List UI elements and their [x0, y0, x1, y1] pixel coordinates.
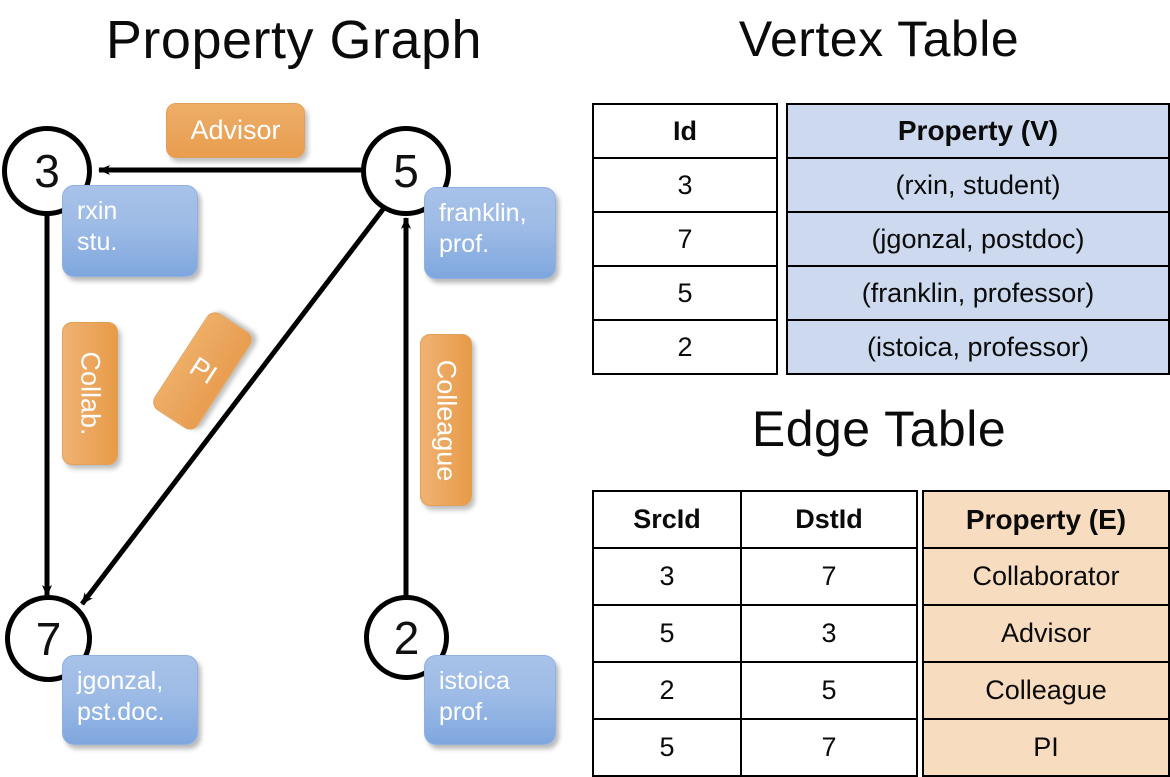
node-property-box-rxin[interactable]: rxin stu. [62, 185, 198, 277]
cell-edge-src: 2 [592, 661, 742, 720]
cell-vertex-property: (jgonzal, postdoc) [786, 211, 1170, 267]
column-header-property-e: Property (E) [922, 490, 1170, 549]
edge-table-property-column: Property (E) Collaborator Advisor Collea… [922, 490, 1170, 777]
table-row[interactable]: 5 7 [592, 718, 918, 777]
table-row[interactable]: 5 [592, 265, 778, 321]
table-row[interactable]: (istoica, professor) [786, 319, 1170, 375]
graph-edge-arrows [42, 165, 411, 606]
column-header-id: Id [592, 103, 778, 159]
column-header-srcid: SrcId [592, 490, 742, 549]
edge-label-text: Collab. [75, 351, 106, 436]
edge-label-colleague[interactable]: Colleague [420, 334, 472, 506]
column-header-dstid: DstId [740, 490, 918, 549]
graph-node-2[interactable]: 2 [364, 595, 449, 680]
cell-vertex-id: 3 [592, 157, 778, 213]
edge-label-text: Colleague [431, 359, 462, 481]
node-property-line: rxin [77, 197, 118, 225]
node-property-line: pst.doc. [77, 698, 165, 726]
table-row[interactable]: 3 7 [592, 547, 918, 606]
edge-label-text: Advisor [190, 115, 281, 145]
graph-node-5[interactable]: 5 [361, 126, 451, 216]
node-property-box-jgonzal[interactable]: jgonzal, pst.doc. [62, 655, 198, 745]
node-property-line: prof. [439, 230, 490, 258]
table-row[interactable]: 7 [592, 211, 778, 267]
cell-edge-property: Collaborator [922, 547, 1170, 606]
cell-edge-dst: 5 [740, 661, 918, 720]
table-row[interactable]: (jgonzal, postdoc) [786, 211, 1170, 267]
edge-table-src-dst-columns: SrcId DstId 3 7 5 3 2 5 5 7 [592, 490, 918, 777]
cell-edge-dst: 7 [740, 718, 918, 777]
table-row[interactable]: 2 [592, 319, 778, 375]
table-row[interactable]: 5 3 [592, 604, 918, 663]
cell-vertex-id: 2 [592, 319, 778, 375]
cell-edge-src: 3 [592, 547, 742, 606]
cell-edge-src: 5 [592, 604, 742, 663]
cell-edge-dst: 3 [740, 604, 918, 663]
edge-label-text: PI [183, 351, 222, 391]
table-row[interactable]: (franklin, professor) [786, 265, 1170, 321]
table-header-row: Property (V) [786, 103, 1170, 159]
page-title-edge-table: Edge Table [751, 401, 1007, 457]
vertex-table-id-column: Id 3 7 5 2 [592, 103, 778, 375]
table-row[interactable]: Collaborator [922, 547, 1170, 606]
node-property-box-franklin[interactable]: franklin, prof. [424, 187, 556, 279]
node-property-line: franklin, [439, 199, 527, 227]
cell-vertex-property: (franklin, professor) [786, 265, 1170, 321]
cell-edge-property: PI [922, 718, 1170, 777]
table-row[interactable]: PI [922, 718, 1170, 777]
edge-label-collab[interactable]: Collab. [62, 322, 118, 465]
table-header-row: SrcId DstId [592, 490, 918, 549]
node-property-line: jgonzal, [77, 667, 164, 695]
property-graph-diagram: 3 5 7 2 rxin stu. franklin, prof. jgonza… [0, 0, 588, 760]
cell-edge-property: Colleague [922, 661, 1170, 720]
page-title-vertex-table: Vertex Table [738, 11, 1020, 67]
cell-edge-dst: 7 [740, 547, 918, 606]
node-property-line: stu. [77, 228, 118, 256]
vertex-table-property-column: Property (V) (rxin, student) (jgonzal, p… [786, 103, 1170, 375]
cell-vertex-id: 5 [592, 265, 778, 321]
column-header-property-v: Property (V) [786, 103, 1170, 159]
table-header-row: Property (E) [922, 490, 1170, 549]
table-row[interactable]: (rxin, student) [786, 157, 1170, 213]
node-property-box-istoica[interactable]: istoica prof. [424, 655, 556, 745]
node-property-line: istoica [439, 667, 510, 695]
table-row[interactable]: 2 5 [592, 661, 918, 720]
node-property-line: prof. [439, 698, 490, 726]
cell-edge-src: 5 [592, 718, 742, 777]
edge-label-advisor[interactable]: Advisor [166, 103, 305, 158]
cell-vertex-id: 7 [592, 211, 778, 267]
cell-vertex-property: (rxin, student) [786, 157, 1170, 213]
cell-edge-property: Advisor [922, 604, 1170, 663]
table-row[interactable]: 3 [592, 157, 778, 213]
table-row[interactable]: Advisor [922, 604, 1170, 663]
cell-vertex-property: (istoica, professor) [786, 319, 1170, 375]
table-header-row: Id [592, 103, 778, 159]
table-row[interactable]: Colleague [922, 661, 1170, 720]
arrow-5-to-7 [80, 206, 386, 606]
page-title-property-graph: Property Graph [105, 10, 483, 70]
